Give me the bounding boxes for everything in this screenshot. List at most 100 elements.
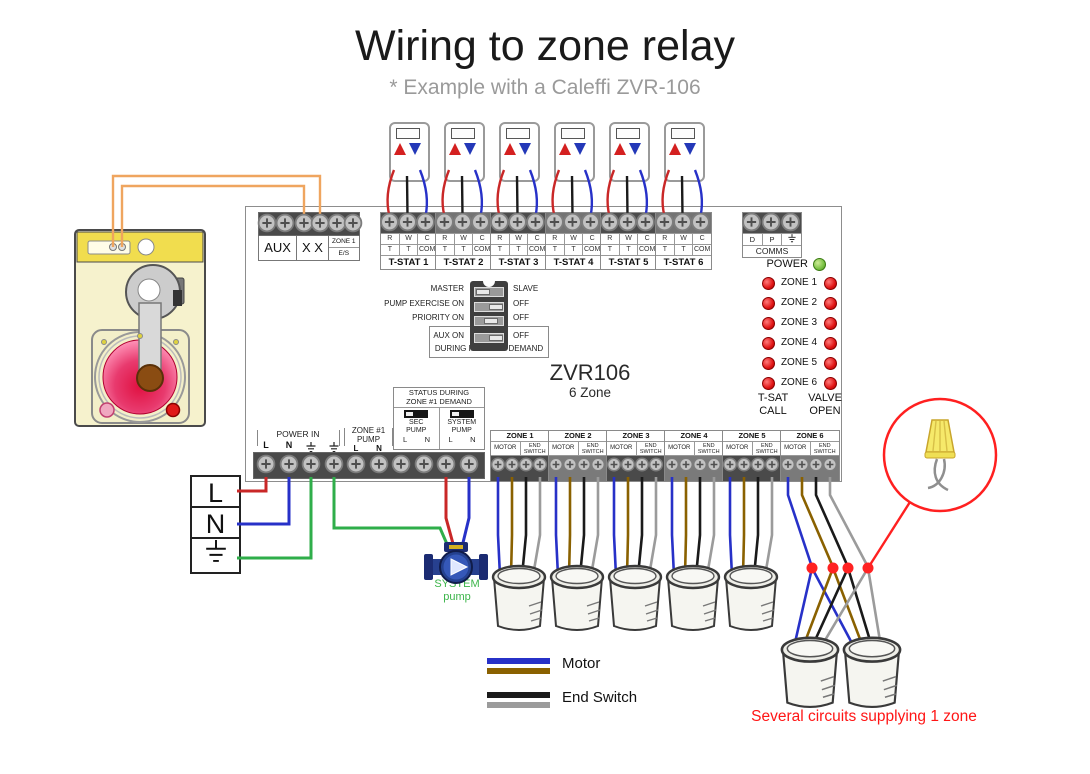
bracket-tick: [257, 430, 258, 446]
thermostat-6: [664, 122, 705, 182]
earth-icon: [781, 234, 801, 245]
down-triangle-icon: [464, 143, 476, 155]
switch-knob: [489, 335, 503, 341]
motor-pin-label: MOTOR: [552, 445, 575, 451]
pin-label: COM: [417, 245, 436, 255]
board-model: ZVR106: [549, 360, 631, 385]
page-title: Wiring to zone relay: [355, 22, 735, 70]
power-in-pin-l: L: [263, 440, 269, 450]
zone-strip-label: ZONE 1: [506, 431, 534, 440]
pin-label: C: [692, 234, 711, 244]
thermostat-5: [609, 122, 650, 182]
sys-pin-n: N: [470, 435, 476, 444]
motor-pin-label: MOTOR: [494, 445, 517, 451]
up-triangle-icon: [669, 143, 681, 155]
live-label: L: [207, 478, 224, 508]
pin-label: R: [497, 235, 503, 242]
zone-led-label: ZONE 3: [780, 317, 818, 328]
zone1-label: ZONE 1: [332, 238, 356, 245]
power-wires: [237, 477, 471, 560]
motor-pin-label: MOTOR: [784, 445, 807, 451]
switch-knob: [489, 304, 503, 310]
zone-led-label: ZONE 6: [780, 377, 818, 388]
down-triangle-icon: [519, 143, 531, 155]
tstat-strip-label: T-STAT 3: [491, 255, 546, 269]
supply-live-box: L: [190, 475, 241, 512]
valve-open-led-2: [824, 297, 837, 310]
switch-knob: [451, 412, 459, 416]
switch-label: SWITCH: [813, 449, 836, 455]
tsat-call-line2: CALL: [759, 404, 787, 417]
pin-label: T: [662, 246, 667, 253]
pin-label: T: [453, 245, 473, 255]
down-triangle-icon: [574, 143, 586, 155]
pin-label: T: [673, 245, 693, 255]
zone-actuator-wires: [496, 477, 774, 577]
motor-pin-label: MOTOR: [668, 445, 691, 451]
pin-label: R: [552, 235, 558, 242]
page-subtitle: * Example with a Caleffi ZVR-106: [389, 76, 701, 99]
legend-motor-brown-bar: [487, 668, 550, 674]
pin-label: COM: [527, 245, 546, 255]
thermostat-4: [554, 122, 595, 182]
dip-switch-priority[interactable]: [474, 316, 504, 326]
up-triangle-icon: [614, 143, 626, 155]
dip-switch-aux[interactable]: [474, 333, 504, 343]
dip-switch-block: [470, 281, 508, 351]
valve-open-led-3: [824, 317, 837, 330]
pin-label: C: [527, 234, 546, 244]
valve-open-led-4: [824, 337, 837, 350]
pin-label: W: [618, 234, 638, 244]
zone1-pump-line2: PUMP: [356, 435, 381, 444]
up-triangle-icon: [449, 143, 461, 155]
sec-label-2: PUMP: [406, 426, 427, 434]
motor-pin-label: MOTOR: [726, 445, 749, 451]
power-in-label: POWER IN: [276, 429, 320, 439]
pin-label: W: [453, 234, 473, 244]
tsat-call-led-5: [762, 357, 775, 370]
switch-label: SWITCH: [581, 449, 604, 455]
dip-label-pump-exercise: PUMP EXERCISE ON: [384, 299, 464, 308]
thermostat-display: [451, 128, 475, 139]
legend-motor-label: Motor: [562, 655, 601, 672]
pin-label: T: [563, 245, 583, 255]
terminal-band: [546, 213, 601, 233]
legend-endswitch-gray-bar: [487, 702, 550, 708]
sys-label-2: PUMP: [451, 426, 472, 434]
pin-label: R: [442, 235, 448, 242]
thermostat-display: [506, 128, 530, 139]
comms-pin-p: P: [761, 234, 782, 245]
valve-open-led-5: [824, 357, 837, 370]
system-pump-status-switch: [449, 410, 474, 418]
callout-pointer-line: [866, 501, 912, 569]
dip-switch-master-slave[interactable]: [474, 287, 504, 297]
pin-label: COM: [692, 245, 711, 255]
neutral-label: N: [205, 509, 226, 539]
pin-label: COM: [472, 245, 491, 255]
tsat-call-led-3: [762, 317, 775, 330]
up-triangle-icon: [559, 143, 571, 155]
terminal-band: [258, 212, 360, 236]
switch-knob: [476, 289, 490, 295]
tstat-strip-label: T-STAT 5: [601, 255, 656, 269]
end-label: END: [528, 443, 541, 449]
dip-switch-pump-exercise[interactable]: [474, 302, 504, 312]
